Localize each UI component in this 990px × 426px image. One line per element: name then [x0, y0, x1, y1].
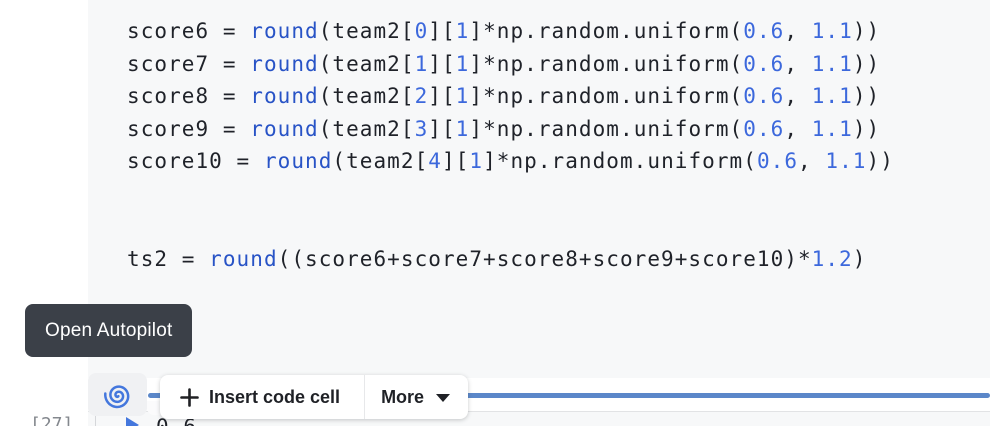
code-line: [127, 178, 990, 211]
insert-cell-line: [148, 393, 990, 398]
code-line: score8 = round(team2[2][1]*np.random.uni…: [127, 84, 881, 108]
code-cell: score6 = round(team2[0][1]*np.random.uni…: [88, 0, 990, 378]
run-cell-button[interactable]: [126, 417, 139, 426]
next-cell-code-fragment: 0.6: [156, 415, 197, 426]
code-line: ts2 = round((score6+score7+score8+score9…: [127, 246, 867, 271]
tooltip-label: Open Autopilot: [45, 319, 173, 341]
autopilot-spiral-icon: [101, 378, 135, 412]
code-area[interactable]: score6 = round(team2[0][1]*np.random.uni…: [88, 0, 990, 275]
code-line: [127, 210, 990, 243]
insert-code-cell-button[interactable]: Insert code cell: [160, 375, 366, 419]
insert-code-cell-label: Insert code cell: [209, 386, 341, 407]
open-autopilot-tooltip: Open Autopilot: [25, 304, 193, 357]
more-button[interactable]: More: [365, 375, 468, 419]
code-line: score6 = round(team2[0][1]*np.random.uni…: [127, 19, 881, 43]
plus-icon: [180, 387, 199, 407]
cell-gutter-rail: [95, 416, 96, 426]
execution-count: [27]: [30, 414, 74, 426]
cell-toolbar: Insert code cell More: [160, 375, 469, 419]
autopilot-button[interactable]: [88, 373, 147, 416]
code-line: score7 = round(team2[1][1]*np.random.uni…: [127, 51, 881, 76]
code-line: score9 = round(team2[3][1]*np.random.uni…: [127, 116, 881, 141]
more-label: More: [381, 386, 425, 407]
chevron-down-icon: [436, 394, 451, 402]
code-line: score10 = round(team2[4][1]*np.random.un…: [127, 149, 894, 173]
